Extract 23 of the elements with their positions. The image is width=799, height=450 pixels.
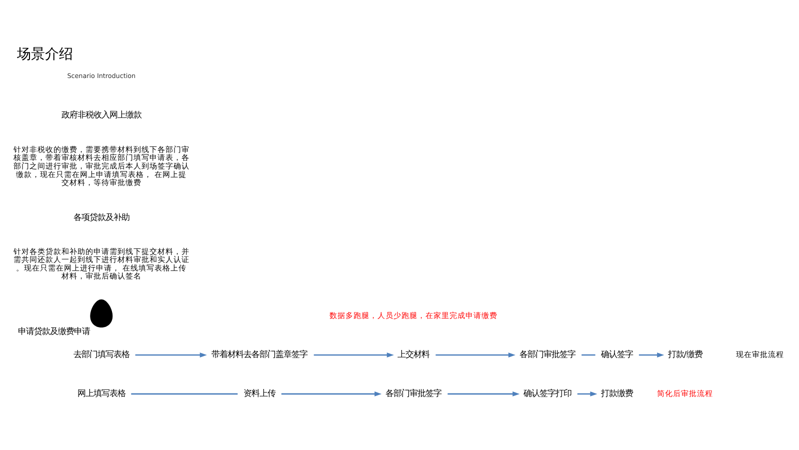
node-text: 各部门审批签字 [519,349,576,360]
node-label: 申请贷款及缴费申请 [17,326,90,336]
node-text: 打款缴费 [600,388,633,398]
node-text: 打款/缴费 [667,349,702,360]
node-text: 上交材料 [397,349,430,360]
arrow [638,352,664,358]
arrow [576,391,597,396]
node-text: 确认签字 [600,349,633,360]
node-text: 网上填写表格 [76,388,125,398]
connector [130,393,238,395]
node-text: 资料上传 [242,388,275,398]
node-text: 去部门填写表格 [72,349,129,360]
arrow [313,352,394,358]
diagram-title: 场景介绍 [16,46,72,62]
node-text: 确认签字打印 [523,388,572,398]
arrow [280,391,382,396]
node-text: 带着材料去各部门盖章签字 [210,349,307,360]
node-text: 各部门审批签字 [385,388,442,398]
node-person [90,299,112,328]
arrow [134,352,206,358]
arrow [447,391,520,396]
arrow [435,352,515,358]
connector [581,354,595,356]
